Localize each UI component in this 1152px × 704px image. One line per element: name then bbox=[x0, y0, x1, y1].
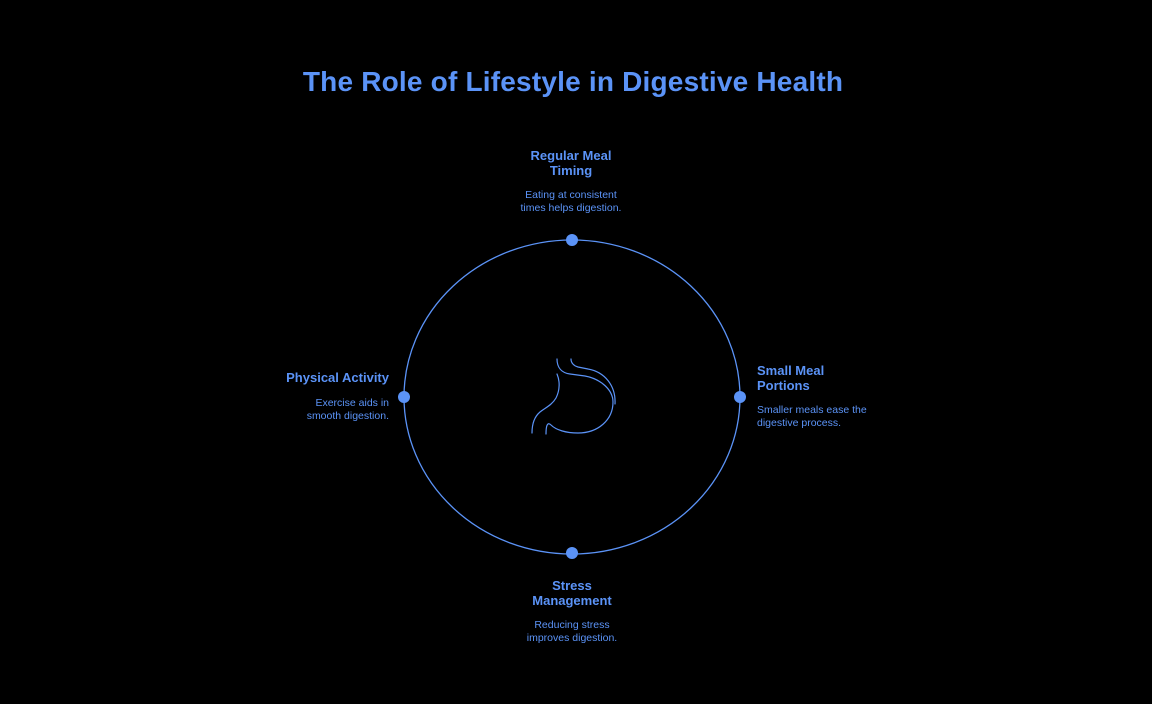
node-title-bottom: Stress Management bbox=[500, 578, 644, 608]
node-desc-bottom-line-1: Reducing stress bbox=[534, 619, 610, 631]
node-title-top: Regular Meal Timing bbox=[500, 148, 642, 178]
stomach-icon bbox=[531, 358, 616, 435]
node-dot-right bbox=[734, 391, 746, 403]
node-dot-top bbox=[566, 234, 578, 246]
node-title-right-line-1: Small Meal bbox=[757, 363, 825, 378]
node-title-bottom-line-2: Management bbox=[532, 593, 612, 608]
node-desc-left-line-1: Exercise aids in bbox=[315, 397, 389, 409]
node-title-top-line-1: Regular Meal bbox=[530, 148, 612, 163]
node-desc-right: Smaller meals ease the digestive process… bbox=[757, 404, 897, 430]
node-desc-bottom-line-2: improves digestion. bbox=[526, 632, 618, 644]
node-title-right: Small Meal Portions bbox=[757, 363, 877, 393]
node-desc-right-line-1: Smaller meals ease the bbox=[757, 404, 867, 416]
node-title-left: Physical Activity bbox=[240, 370, 389, 385]
node-title-bottom-line-1: Stress bbox=[552, 578, 592, 593]
node-title-top-line-2: Timing bbox=[549, 163, 593, 178]
node-desc-right-line-2: digestive process. bbox=[757, 417, 842, 429]
node-title-left-line-1: Physical Activity bbox=[286, 370, 389, 385]
node-title-right-line-2: Portions bbox=[757, 378, 810, 393]
node-desc-top-line-1: Eating at consistent bbox=[525, 189, 617, 201]
node-desc-left: Exercise aids in smooth digestion. bbox=[250, 397, 389, 423]
node-desc-top-line-2: times helps digestion. bbox=[520, 202, 622, 214]
node-desc-left-line-2: smooth digestion. bbox=[306, 410, 389, 422]
node-dot-bottom bbox=[566, 547, 578, 559]
node-desc-top: Eating at consistent times helps digesti… bbox=[490, 189, 652, 215]
node-dot-left bbox=[398, 391, 410, 403]
cycle-circle bbox=[403, 239, 741, 555]
node-desc-bottom: Reducing stress improves digestion. bbox=[490, 619, 654, 645]
diagram-title: The Role of Lifestyle in Digestive Healt… bbox=[302, 66, 844, 97]
